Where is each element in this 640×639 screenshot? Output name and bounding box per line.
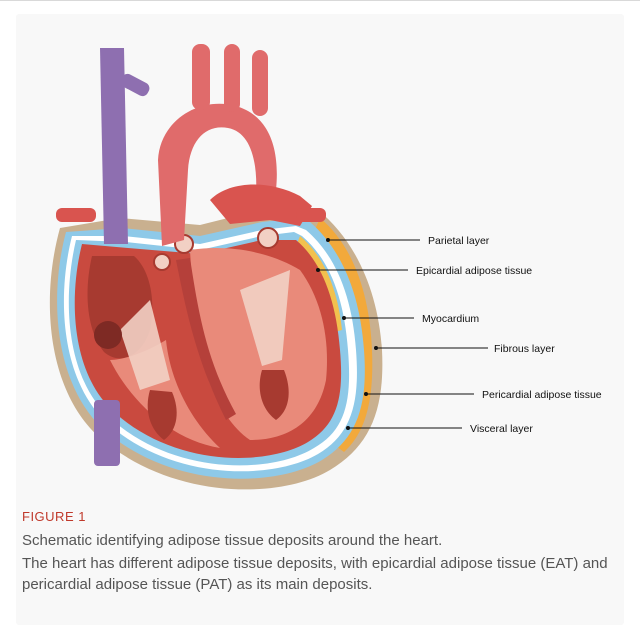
label-fibrous-layer: Fibrous layer	[494, 343, 555, 355]
label-pericardial-adipose-tissue: Pericardial adipose tissue	[482, 389, 602, 401]
pulmonary-valve-shape	[258, 228, 278, 248]
label-myocardium: Myocardium	[422, 313, 479, 325]
left-subclavian-artery	[252, 50, 268, 116]
figure-title: Schematic identifying adipose tissue dep…	[22, 530, 618, 551]
pulmonary-artery-left	[296, 208, 326, 222]
figure-label: FIGURE 1	[22, 509, 618, 524]
figure-description: The heart has different adipose tissue d…	[22, 553, 618, 595]
leader-dot-visceral	[346, 426, 350, 430]
pulmonary-artery-right	[56, 208, 96, 222]
label-visceral-layer: Visceral layer	[470, 423, 533, 435]
inferior-vena-cava-shape	[94, 400, 120, 466]
label-parietal-layer: Parietal layer	[428, 235, 490, 247]
leader-dot-epicardial	[316, 268, 320, 272]
coronary-sinus-shape	[94, 321, 122, 349]
leader-dot-pericardial	[364, 392, 368, 396]
label-epicardial-adipose-tissue: Epicardial adipose tissue	[416, 265, 532, 277]
figure-caption: FIGURE 1 Schematic identifying adipose t…	[22, 509, 618, 595]
leader-dot-myocardium	[342, 316, 346, 320]
leader-dot-fibrous	[374, 346, 378, 350]
heart-illustration: Parietal layer Epicardial adipose tissue…	[0, 0, 640, 500]
leader-dot-parietal	[326, 238, 330, 242]
aortic-valve-shape-2	[154, 254, 170, 270]
brachiocephalic-artery	[192, 44, 210, 110]
left-carotid-artery	[224, 44, 240, 112]
